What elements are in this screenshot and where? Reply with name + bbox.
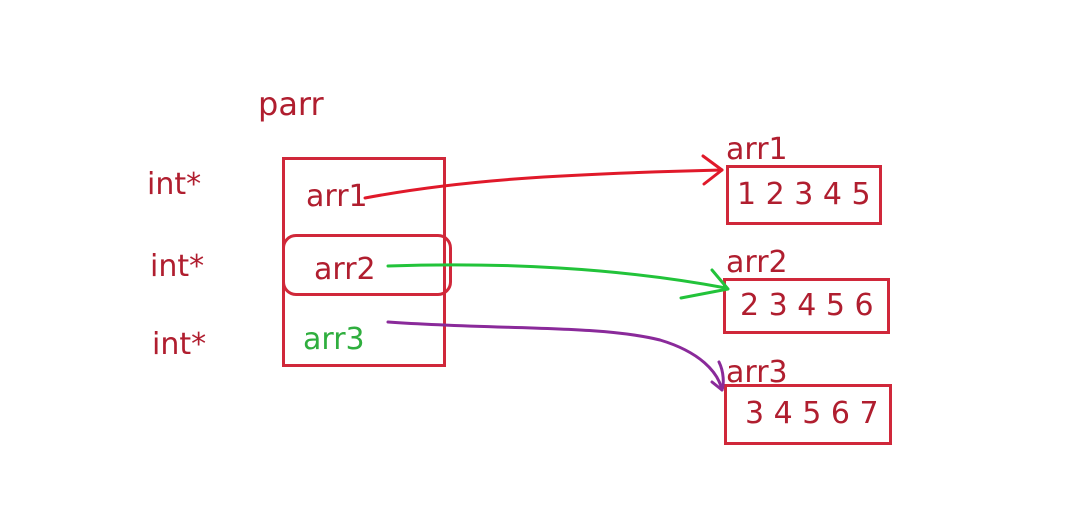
type-label-2: int*	[150, 249, 205, 284]
arr3-box: 3 4 5 6 7	[724, 384, 892, 445]
arrowhead-arr2	[679, 268, 730, 300]
type-label-1: int*	[147, 167, 202, 202]
parr-slot-arr2: arr2	[314, 252, 376, 287]
arrowhead-arr1	[701, 154, 724, 186]
arr3-label: arr3	[726, 355, 788, 390]
parr-slot-arr1: arr1	[306, 179, 368, 214]
arrowhead-arr3	[710, 360, 725, 392]
arr2-label: arr2	[726, 245, 788, 280]
arr2-box: 2 3 4 5 6	[723, 278, 890, 334]
type-label-3: int*	[152, 327, 207, 362]
parr-slot-arr3: arr3	[303, 322, 365, 357]
arr1-box: 1 2 3 4 5	[726, 165, 882, 225]
arr1-label: arr1	[726, 132, 788, 167]
parr-label: parr	[258, 85, 324, 123]
